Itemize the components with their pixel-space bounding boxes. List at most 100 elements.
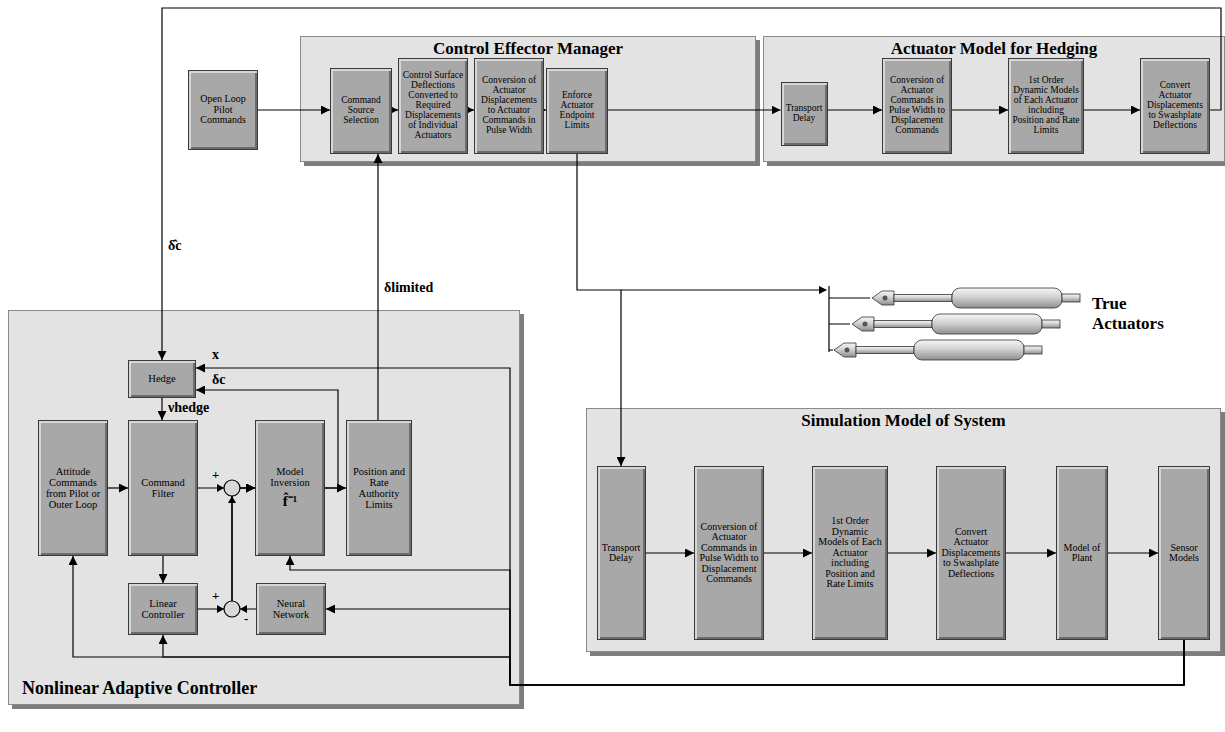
process-box: Enforce Actuator Endpoint Limits [546,68,608,154]
arrow-head [217,605,224,613]
box-text: Transport Delay [785,104,824,124]
process-box: Hedge [128,360,196,398]
actuator-symbol [872,288,1080,308]
arrow-head [217,484,224,492]
process-box: Position and Rate Authority Limits [346,420,412,556]
label-anchor: δlimited [384,280,433,296]
box-text-group: Model Inversion f̂⁻¹ [259,466,321,510]
group-panel: Nonlinear Adaptive Controller HedgeAttitu… [8,310,520,705]
box-text-group: Command Filter [132,477,194,499]
box-text: Conversion of Actuator Commands in Pulse… [886,76,948,136]
panel-title: Nonlinear Adaptive Controller [22,678,257,699]
box-text: Neural Network [260,598,322,620]
signal-arrow [161,398,162,420]
signal-arrow [764,552,812,553]
signal-arrow [163,635,1184,685]
summing-junction [224,601,240,617]
panel-background [586,408,1221,652]
label-anchor: True Actuators [1092,294,1192,333]
signal-arrow [162,8,1221,360]
signal-arrow [162,556,163,583]
box-text: 1st Order Dynamic Models of Each Actuato… [816,516,884,590]
signal-arrow [608,109,781,110]
box-text: Linear Controller [132,598,194,620]
signal-arrow [952,109,1008,110]
signal-arrow [1084,109,1140,110]
box-text: Position and Rate Authority Limits [350,466,408,510]
signal-label: νhedge [168,400,209,416]
process-box: Sensor Models [1158,466,1210,640]
label-anchor: νhedge [168,400,209,416]
box-text: Open Loop Pilot Commands [192,94,254,126]
process-box: Command Source Selection [330,68,392,154]
signal-label: x [212,347,219,363]
sum-sign: - [244,611,248,627]
summing-junction [224,480,240,496]
box-text-group: Conversion of Actuator Displacements to … [478,76,540,136]
box-text: Enforce Actuator Endpoint Limits [550,91,604,131]
actuator-symbol [852,314,1060,334]
group-panel: Simulation Model of SystemTransport Dela… [586,408,1221,652]
box-text: Conversion of Actuator Commands in Pulse… [698,522,760,585]
label-anchor: + [212,467,219,483]
box-text-group: Control Surface Deflections Converted to… [402,71,464,141]
box-text-group: Linear Controller [132,598,194,620]
box-text-group: Conversion of Actuator Commands in Pulse… [886,76,948,136]
signal-arrow [577,154,621,466]
box-text: Attitude Commands from Pilot or Outer Lo… [42,466,104,510]
box-text-group: Open Loop Pilot Commands [192,94,254,126]
caption-label: True Actuators [1092,294,1192,333]
box-text: Transport Delay [601,543,642,564]
process-box: Conversion of Actuator Commands in Pulse… [694,466,764,640]
process-box: Model of Plant [1056,466,1108,640]
label-anchor: δ̂c [168,238,181,254]
arrow-head [819,286,827,294]
signal-arrow [1006,552,1056,553]
panel-title: Control Effector Manager [433,39,623,59]
signal-arrow [1108,552,1158,553]
panel-title: Simulation Model of System [801,411,1005,431]
box-text: Convert Actuator Displacements to Swashp… [940,527,1002,580]
box-text: Command Filter [132,477,194,499]
box-text-group: 1st Order Dynamic Models of Each Actuato… [816,516,884,590]
signal-label: δc [212,372,225,388]
sum-sign: + [212,588,219,604]
process-box: 1st Order Dynamic Models of Each Actuato… [1008,58,1084,154]
signal-label: δlimited [384,280,433,296]
panel-title: Actuator Model for Hedging [891,39,1098,59]
process-box: Conversion of Actuator Displacements to … [474,58,544,154]
box-text: Control Surface Deflections Converted to… [402,71,464,141]
signal-label: δ̂c [168,238,181,254]
box-text: Convert Actuator Displacements to Swashp… [1144,81,1206,131]
signal-arrow [828,109,883,110]
signal-arrow [198,488,255,609]
process-box: Conversion of Actuator Commands in Pulse… [882,58,952,154]
box-text: Model Inversion [259,466,321,488]
box-text-group: Sensor Models [1162,543,1206,564]
box-text-group: Transport Delay [601,543,642,564]
process-box: Convert Actuator Displacements to Swashp… [1140,58,1210,154]
signal-arrow [232,488,256,609]
box-text-group: Conversion of Actuator Commands in Pulse… [698,522,760,585]
wire-to-actuators [621,289,826,290]
box-text-group: Attitude Commands from Pilot or Outer Lo… [42,466,104,510]
process-box: Neural Network [256,583,326,635]
group-panel: Actuator Model for HedgingTransport Dela… [763,36,1225,162]
box-text-group: Convert Actuator Displacements to Swashp… [940,527,1002,580]
signal-arrow [646,552,695,553]
box-text-group: Neural Network [260,598,322,620]
label-anchor: δc [212,372,225,388]
label-anchor: - [244,611,248,627]
box-text: f̂⁻¹ [259,494,321,510]
process-box: Command Filter [128,420,198,556]
label-anchor: x [212,347,219,363]
process-box: Convert Actuator Displacements to Swashp… [936,466,1006,640]
process-box: Model Inversion f̂⁻¹ [255,420,325,556]
process-box: Control Surface Deflections Converted to… [398,58,468,154]
process-box: Linear Controller [128,583,198,635]
box-text-group: Convert Actuator Displacements to Swashp… [1144,81,1206,131]
process-box: Transport Delay [781,82,828,146]
